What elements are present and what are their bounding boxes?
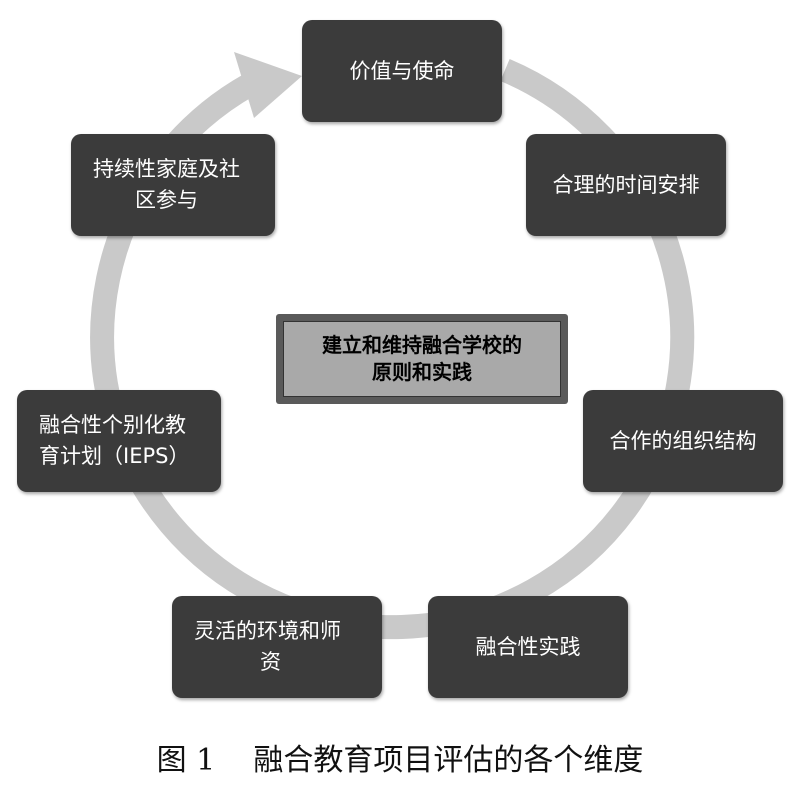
node-collaborative-structure: 合作的组织结构 (583, 390, 783, 492)
node-inclusive-iep: 融合性个别化教 育计划（IEPS） (17, 390, 221, 492)
node-label-line: 融合性实践 (475, 634, 581, 659)
center-topic-line: 建立和维持融合学校的 (322, 333, 522, 357)
node-label-line: 合作的组织结构 (609, 428, 757, 453)
figure-caption: 图 1 融合教育项目评估的各个维度 (0, 735, 800, 779)
node-label: 价值与使命 (350, 56, 455, 87)
node-label-line: 区参与 (135, 188, 198, 212)
cycle-ring-arc (90, 58, 695, 640)
figure-number: 图 1 (156, 743, 216, 778)
node-flexible-environment: 灵活的环境和师 资 (172, 596, 382, 698)
cycle-ring (90, 52, 695, 640)
node-values-mission: 价值与使命 (302, 20, 502, 122)
node-family-community: 持续性家庭及社 区参与 (71, 134, 275, 236)
center-topic: 建立和维持融合学校的 原则和实践 (283, 321, 561, 397)
node-label-line: 育计划（IEPS） (39, 444, 190, 468)
node-label: 合作的组织结构 (610, 426, 757, 457)
node-label-line: 持续性家庭及社 (93, 157, 240, 181)
node-label: 灵活的环境和师 资 (194, 616, 341, 678)
node-label-line: 合理的时间安排 (552, 172, 700, 197)
node-inclusive-practice: 融合性实践 (428, 596, 628, 698)
cycle-arrow-head (234, 52, 302, 118)
figure-title: 融合教育项目评估的各个维度 (253, 743, 644, 778)
node-label-line: 灵活的环境和师 (194, 619, 341, 643)
center-topic-line: 原则和实践 (372, 360, 472, 384)
node-label: 持续性家庭及社 区参与 (93, 154, 240, 216)
node-label: 合理的时间安排 (553, 170, 700, 201)
node-scheduling: 合理的时间安排 (526, 134, 726, 236)
center-topic-label: 建立和维持融合学校的 原则和实践 (322, 332, 522, 386)
node-label: 融合性实践 (476, 632, 581, 663)
evaluation-cycle-diagram: 价值与使命 合理的时间安排 合作的组织结构 融合性实践 灵活的环境和师 资 融合… (17, 20, 783, 698)
node-label-line: 价值与使命 (349, 58, 455, 83)
node-label: 融合性个别化教 育计划（IEPS） (39, 410, 189, 472)
node-label-line: 融合性个别化教 (39, 413, 186, 437)
center-topic-box: 建立和维持融合学校的 原则和实践 (276, 314, 568, 404)
node-label-line: 资 (260, 650, 281, 674)
